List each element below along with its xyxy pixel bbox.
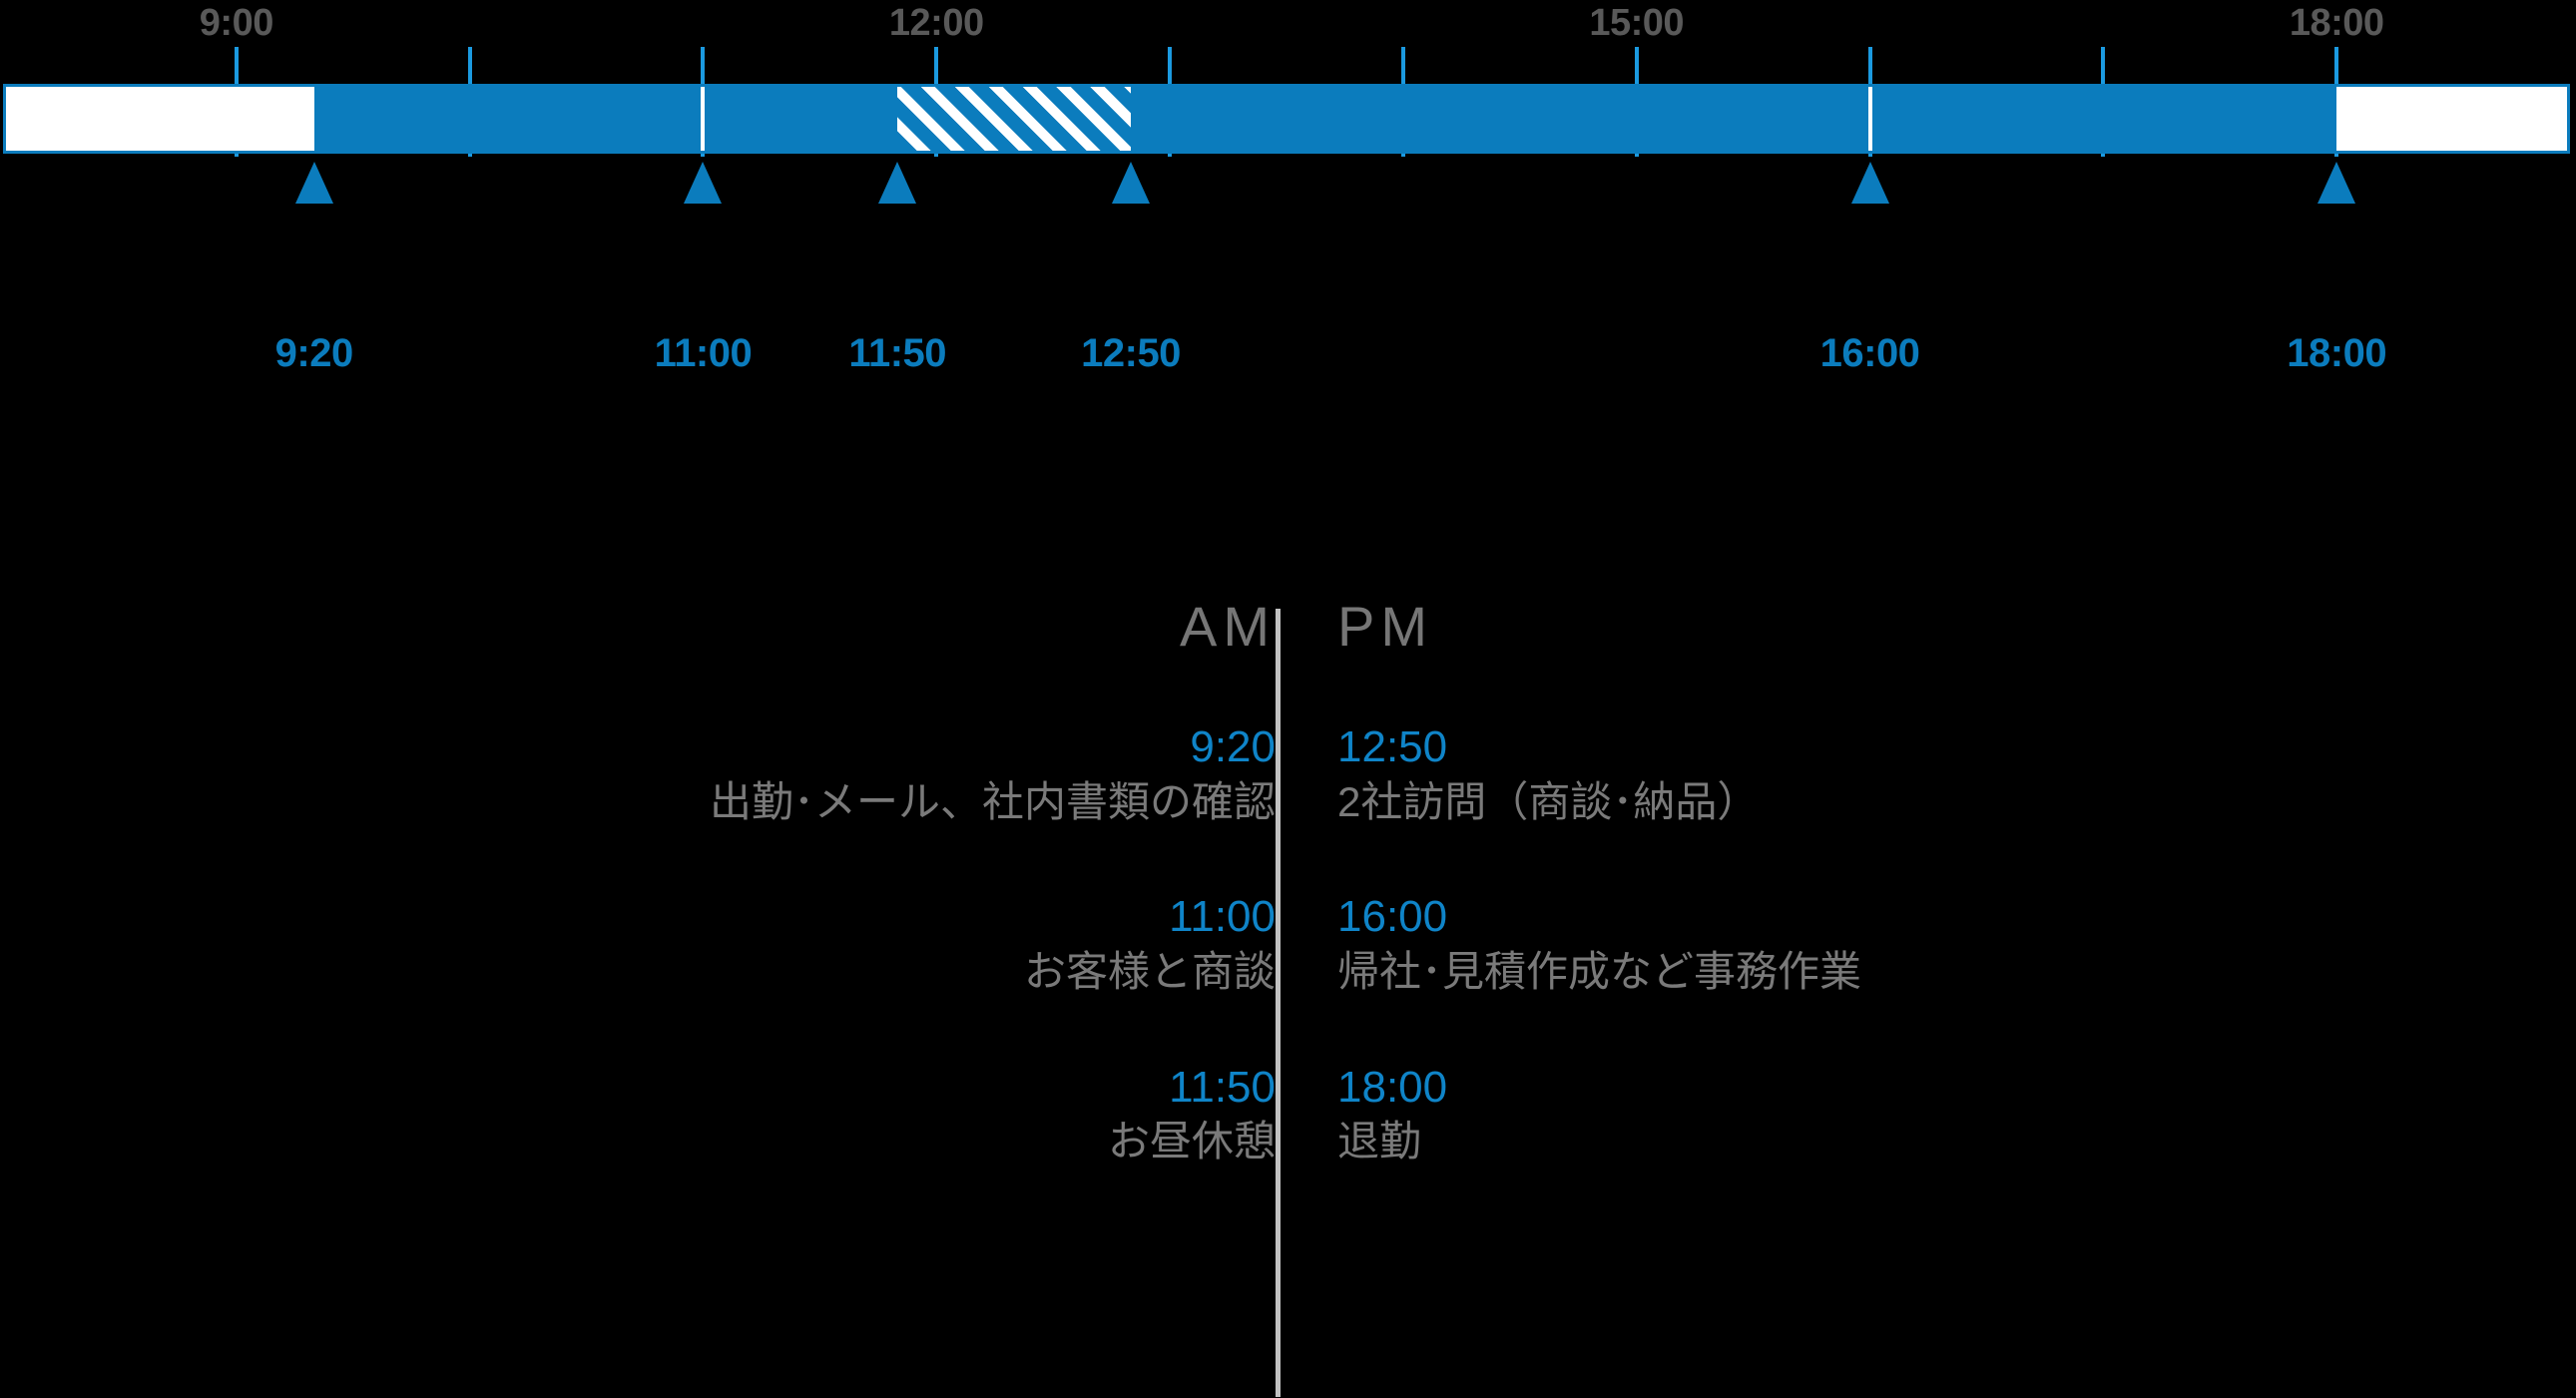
hour-label-18-00: 18:00: [2289, 2, 2384, 44]
marker-label-18-00: 18:00: [2287, 331, 2387, 375]
marker-triangle-icon-12-50: [1112, 162, 1151, 204]
marker-label-16-00: 16:00: [1819, 331, 1920, 375]
entry-description: 退勤: [1337, 1118, 1422, 1165]
entry-description: お客様と商談: [1023, 948, 1276, 996]
bar-segment-divider: [701, 87, 706, 151]
marker-triangle-icon-16-00: [1850, 162, 1889, 204]
marker-label-11-00: 11:00: [654, 331, 753, 375]
schedule-entry: 11:50 お昼休憩: [118, 1061, 1276, 1170]
marker-label-12-50: 12:50: [1081, 331, 1181, 375]
schedule-entry: 11:00 お客様と商談: [118, 890, 1276, 1000]
entry-description: お昼休憩: [1107, 1118, 1276, 1165]
break-bar-hatch: [897, 87, 1132, 151]
entry-time: 16:00: [1337, 892, 1448, 942]
hour-label-12-00: 12:00: [888, 2, 984, 44]
column-divider: [1276, 609, 1281, 1397]
hour-label-15-00: 15:00: [1589, 2, 1685, 44]
marker-triangle-icon-11-50: [878, 162, 917, 204]
work-bar-fill: [313, 87, 2337, 151]
entry-description: 2社訪問（商談･納品）: [1337, 777, 1760, 825]
column-title-am: AM: [1180, 595, 1276, 658]
marker-triangle-icon-11-00: [684, 162, 723, 204]
marker-triangle-icon-9-20: [294, 162, 333, 204]
marker-label-11-50: 11:50: [848, 331, 947, 375]
schedule-entries-pm: 12:50 2社訪問（商談･納品） 16:00 帰社･見積作成など事務作業 18:00 退…: [1337, 720, 2495, 1170]
schedule-entry: 9:20 出勤･メール、社内書類の確認: [118, 720, 1276, 830]
entry-description: 帰社･見積作成など事務作業: [1337, 948, 1862, 996]
hour-label-9-00: 9:00: [199, 2, 274, 44]
entry-description: 出勤･メール、社内書類の確認: [709, 777, 1276, 825]
entry-time: 12:50: [1337, 722, 1448, 771]
entry-time: 18:00: [1337, 1062, 1448, 1112]
work-bar: [3, 84, 2570, 154]
column-title-pm: PM: [1337, 595, 1433, 658]
schedule-entries-am: 9:20 出勤･メール、社内書類の確認 11:00 お客様と商談 11:50 お昼休憩: [118, 720, 1276, 1170]
entry-time: 11:00: [1169, 892, 1276, 942]
schedule-entry: 12:50 2社訪問（商談･納品）: [1337, 720, 2495, 830]
bar-segment-divider: [1867, 87, 1872, 151]
entry-time: 11:50: [1169, 1062, 1276, 1112]
schedule-entry: 16:00 帰社･見積作成など事務作業: [1337, 890, 2495, 1000]
schedule-entry: 18:00 退勤: [1337, 1061, 2495, 1170]
marker-label-9-20: 9:20: [274, 331, 354, 375]
entry-time: 9:20: [1190, 722, 1276, 771]
timeline-chart: 9:00 12:00 15:00 18:00 9:20 11:00 11:50 12:50 1…: [0, 0, 2576, 399]
marker-triangle-icon-18-00: [2318, 162, 2356, 204]
